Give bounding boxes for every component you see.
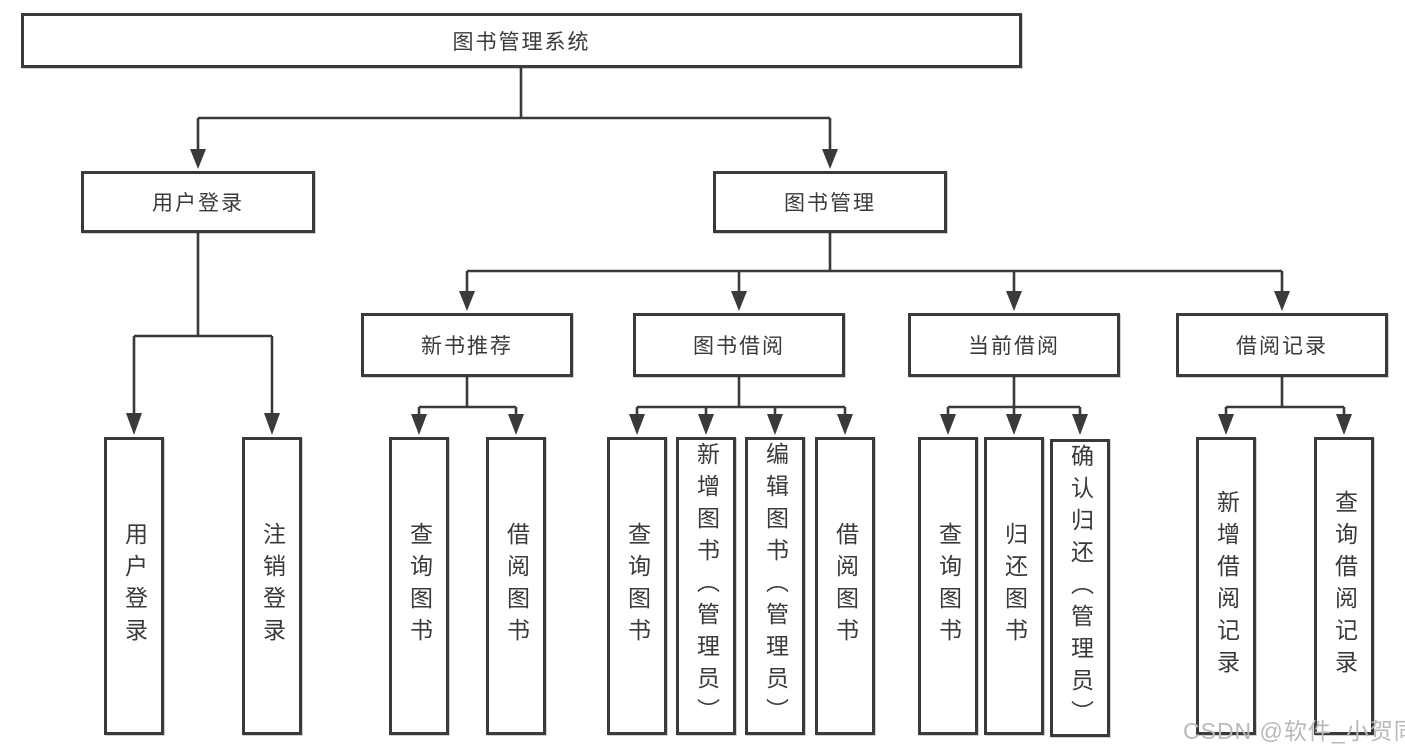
leaf-query-book-current-label: 查询图书: [935, 522, 962, 650]
node-user-login: 用户登录: [81, 171, 315, 233]
node-borrow-record-label: 借阅记录: [1236, 335, 1328, 358]
node-user-login-label: 用户登录: [152, 192, 244, 215]
node-book-borrow-label: 图书借阅: [693, 335, 785, 358]
node-new-book-recommend: 新书推荐: [361, 313, 573, 377]
node-root-label: 图书管理系统: [452, 30, 591, 54]
leaf-borrow-book-label: 借阅图书: [832, 522, 859, 650]
leaf-logout-label: 注销登录: [259, 522, 286, 650]
node-book-borrow: 图书借阅: [633, 313, 845, 377]
leaf-confirm-return-admin-label: 确认归还（管理员）: [1067, 444, 1094, 732]
leaf-confirm-return-admin: 确认归还（管理员）: [1050, 439, 1110, 737]
leaf-add-borrow-record: 新增借阅记录: [1196, 437, 1256, 735]
leaf-query-book-recommend: 查询图书: [389, 437, 449, 735]
watermark: CSDN @软件_小贺同学: [1183, 718, 1405, 744]
leaf-query-book-borrow: 查询图书: [607, 437, 667, 735]
leaf-user-login-label: 用户登录: [121, 522, 148, 650]
leaf-query-borrow-record: 查询借阅记录: [1314, 437, 1374, 735]
leaf-query-book-borrow-label: 查询图书: [624, 522, 651, 650]
node-current-borrow-label: 当前借阅: [968, 335, 1060, 358]
leaf-return-book-label: 归还图书: [1001, 522, 1028, 650]
leaf-return-book: 归还图书: [984, 437, 1044, 735]
leaf-borrow-book-recommend: 借阅图书: [486, 437, 546, 735]
leaf-borrow-book-recommend-label: 借阅图书: [503, 522, 530, 650]
leaf-add-book-admin: 新增图书（管理员）: [676, 437, 736, 735]
leaf-query-book-recommend-label: 查询图书: [406, 522, 433, 650]
node-current-borrow: 当前借阅: [908, 313, 1120, 377]
node-book-management: 图书管理: [713, 171, 947, 233]
leaf-query-book-current: 查询图书: [918, 437, 978, 735]
node-new-book-recommend-label: 新书推荐: [421, 335, 513, 358]
node-borrow-record: 借阅记录: [1176, 313, 1388, 377]
leaf-edit-book-admin: 编辑图书（管理员）: [745, 437, 805, 735]
leaf-edit-book-admin-label: 编辑图书（管理员）: [762, 442, 789, 730]
leaf-user-login: 用户登录: [104, 437, 164, 735]
node-root: 图书管理系统: [21, 13, 1022, 68]
leaf-logout: 注销登录: [242, 437, 302, 735]
leaf-borrow-book: 借阅图书: [815, 437, 875, 735]
leaf-query-borrow-record-label: 查询借阅记录: [1331, 490, 1358, 682]
leaf-add-borrow-record-label: 新增借阅记录: [1213, 490, 1240, 682]
node-book-management-label: 图书管理: [784, 192, 876, 215]
leaf-add-book-admin-label: 新增图书（管理员）: [693, 442, 720, 730]
